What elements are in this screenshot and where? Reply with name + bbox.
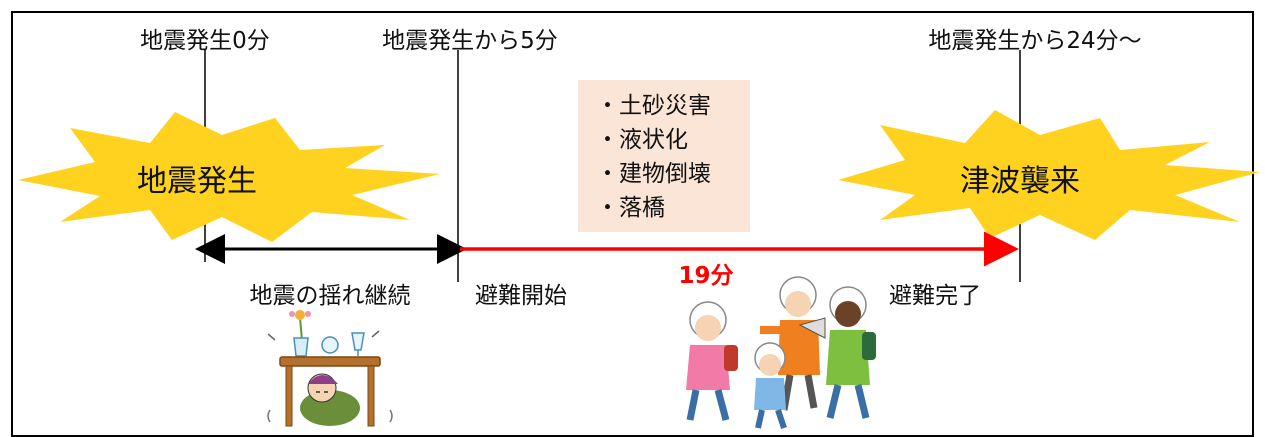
quake-time-label: 地震発生0分 xyxy=(140,28,270,54)
evacuation-complete-label: 避難完了 xyxy=(889,283,981,309)
evacuation-duration-label: 19分 xyxy=(678,263,733,289)
tsunami-burst-label: 津波襲来 xyxy=(960,164,1080,199)
evacuation-start-time-label: 地震発生から5分 xyxy=(382,28,558,54)
shaking-label: 地震の揺れ継続 xyxy=(250,283,411,309)
hazard-item-liquefaction: ・液状化 xyxy=(596,127,688,153)
tsunami-time-label: 地震発生から24分～ xyxy=(928,28,1141,54)
tsunami-burst xyxy=(838,110,1260,240)
earthquake-burst-label: 地震発生 xyxy=(137,164,257,199)
hazards-box xyxy=(578,80,750,232)
hazard-item-bridge-collapse: ・落橋 xyxy=(596,195,665,221)
person-under-table-illustration xyxy=(267,310,393,427)
hazard-item-building-collapse: ・建物倒壊 xyxy=(596,161,711,187)
hazard-item-landslide: ・土砂災害 xyxy=(596,93,711,119)
evacuation-start-label: 避難開始 xyxy=(475,283,567,309)
earthquake-burst xyxy=(18,112,440,242)
evacuating-people-illustration xyxy=(686,276,876,429)
